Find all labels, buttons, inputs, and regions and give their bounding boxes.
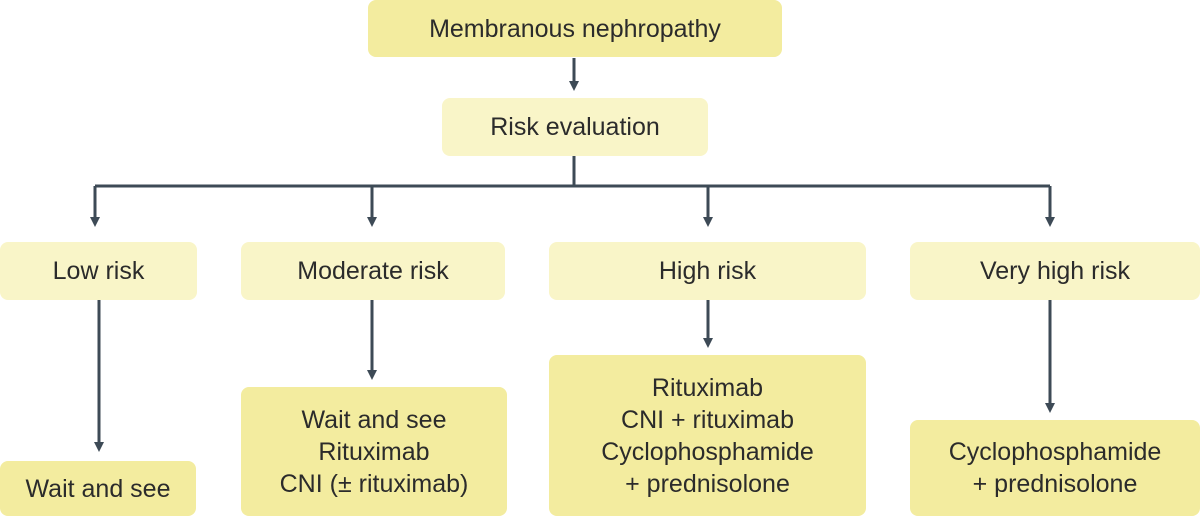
treatment-line: CNI + rituximab [621,405,794,434]
treatment-line: CNI (± rituximab) [279,469,469,498]
risk-evaluation-node: Risk evaluation [442,98,708,156]
treatment-line: Wait and see [301,405,447,434]
category-moderate-risk: Moderate risk [241,242,505,300]
treatment-line: Rituximab [318,437,430,466]
treatment-line: Cyclophosphamide [601,437,814,466]
treatment-low-risk: Wait and see [0,461,196,516]
treatment-line: + prednisolone [972,470,1138,498]
category-label: Very high risk [979,257,1131,285]
category-low-risk: Low risk [0,242,197,300]
category-label: High risk [658,257,757,285]
treatment-high-risk: Rituximab CNI + rituximab Cyclophosphami… [549,355,866,516]
treatment-moderate-risk: Wait and see Rituximab CNI (± rituximab) [241,387,507,516]
risk-evaluation-label: Risk evaluation [490,113,660,141]
category-label: Low risk [52,257,145,285]
category-label: Moderate risk [297,257,449,285]
category-high-risk: High risk [549,242,866,300]
root-label: Membranous nephropathy [429,14,721,43]
treatment-line: Wait and see [25,474,171,503]
root-node: Membranous nephropathy [368,0,782,57]
treatment-line: Rituximab [651,373,764,402]
treatment-very-high-risk: Cyclophosphamide + prednisolone [910,420,1200,516]
treatment-line: Cyclophosphamide [948,438,1162,466]
category-very-high-risk: Very high risk [910,242,1200,300]
treatment-line: + prednisolone [625,469,790,498]
